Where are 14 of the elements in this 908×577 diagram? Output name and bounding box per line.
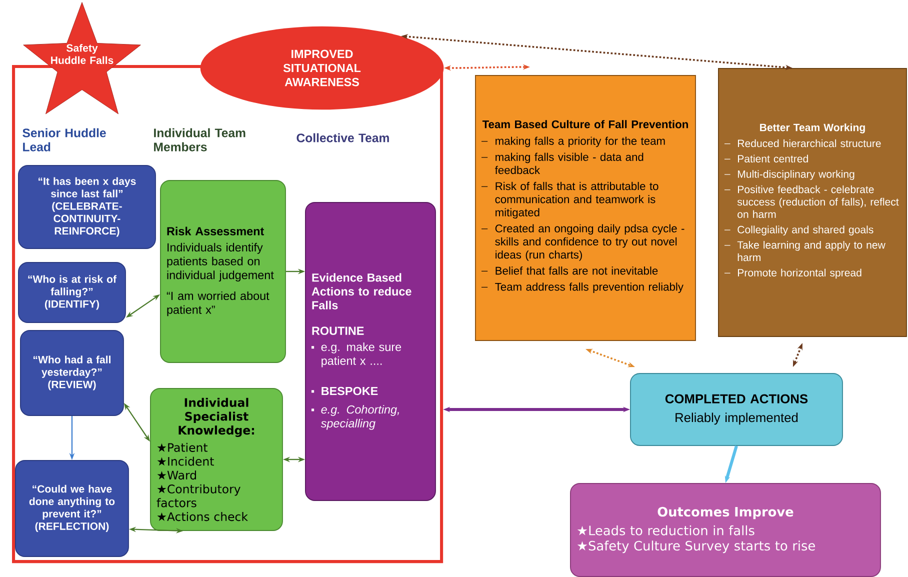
question-box: “Who had a fall yesterday?” (REVIEW) (20, 330, 124, 416)
outcome-box: Outcomes Improve ★Leads to reduction in falls ★Safety Culture Survey starts to rise (570, 483, 881, 577)
question-box: “It has been x days since last fall” (CELEBRATE-CONTINUITY-REINFORCE) (18, 165, 156, 249)
info-box: Team Based Culture of Fall Prevention making falls a priority for the team making falls visible - data and feedback Risk of falls that is attributable to communication and teamwork is mitigated Created an ongoing daily pdsa cycle - skills and confidence to try out novel ideas (run charts) Belief that falls are not inevitable Team address falls prevention reliably (475, 75, 696, 341)
action-box: Evidence Based Actions to reduce Falls ROUTINE e.g. make sure patient x .... BESPOKE e.g. Cohorting, specialling (305, 202, 436, 501)
question-box: “Who is at risk of falling?” (IDENTIFY) (18, 262, 126, 323)
column-heading: Senior Huddle Lead (22, 128, 106, 152)
column-heading: Individual Team Members (154, 128, 246, 152)
column-heading: Collective Team (296, 133, 389, 142)
process-box: Individual Specialist Knowledge: ★Patient ★Incident ★Ward ★Contributory factors ★Actions check (150, 388, 283, 531)
question-box: “Could we have done anything to prevent it?” (REFLECTION) (15, 460, 129, 557)
result-box: COMPLETED ACTIONS Reliably implemented (630, 373, 843, 446)
info-box: Better Team Working Reduced hierarchical structure Patient centred Multi-disciplinary working Positive feedback - celebrate success (reduction of falls), reflect on harm Collegiality and shared goals Take learning and apply to new harm Promote horizontal spread (718, 68, 907, 337)
process-box: Risk Assessment Individuals identify patients based on individual judgement “I am worried about patient x” (160, 180, 286, 363)
